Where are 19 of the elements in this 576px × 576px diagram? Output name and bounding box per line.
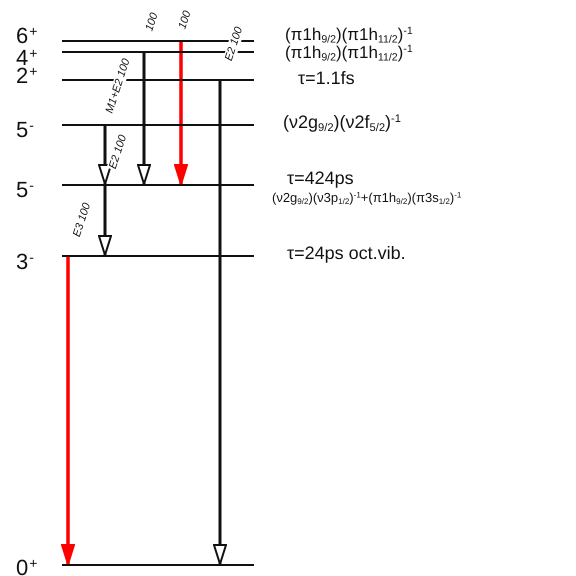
level-annotation: τ=24ps oct.vib. [287, 244, 406, 264]
transition-arrow [98, 185, 112, 256]
level-annotation: (ν2g$_{9/2}$)(ν3p$_{1/2}$)$^{-1}$+(π1h$_{9/2}$)(π3s$_{1/2}$)$^{-1}$ [272, 191, 462, 207]
spin-parity-label: 6$^{+}$ [16, 22, 38, 47]
spin-parity-label: 5$^{-}$ [16, 176, 34, 201]
spin-parity-label: 0$^{+}$ [16, 554, 38, 576]
transition-arrow [98, 125, 112, 185]
level-annotation: (π1h$_{9/2}$)(π1h$_{11/2}$)$^{-1}$ [285, 44, 413, 64]
spin-parity-label: 4$^{+}$ [16, 44, 38, 69]
level-annotation: τ=1.1fs [298, 69, 355, 89]
transition-arrow [174, 41, 188, 185]
transition-arrow [137, 52, 151, 185]
transition-arrow [213, 80, 227, 565]
spin-parity-label: 3$^{-}$ [16, 248, 34, 273]
level-annotation: (ν2g$_{9/2}$)(ν2f$_{5/2}$)$^{-1}$ [283, 113, 401, 134]
level-annotation: (π1h$_{9/2}$)(π1h$_{11/2}$)$^{-1}$ [285, 26, 413, 46]
transition-arrow [61, 256, 75, 565]
spin-parity-label: 5$^{-}$ [16, 116, 34, 141]
level-annotation: τ=424ps [287, 169, 354, 189]
